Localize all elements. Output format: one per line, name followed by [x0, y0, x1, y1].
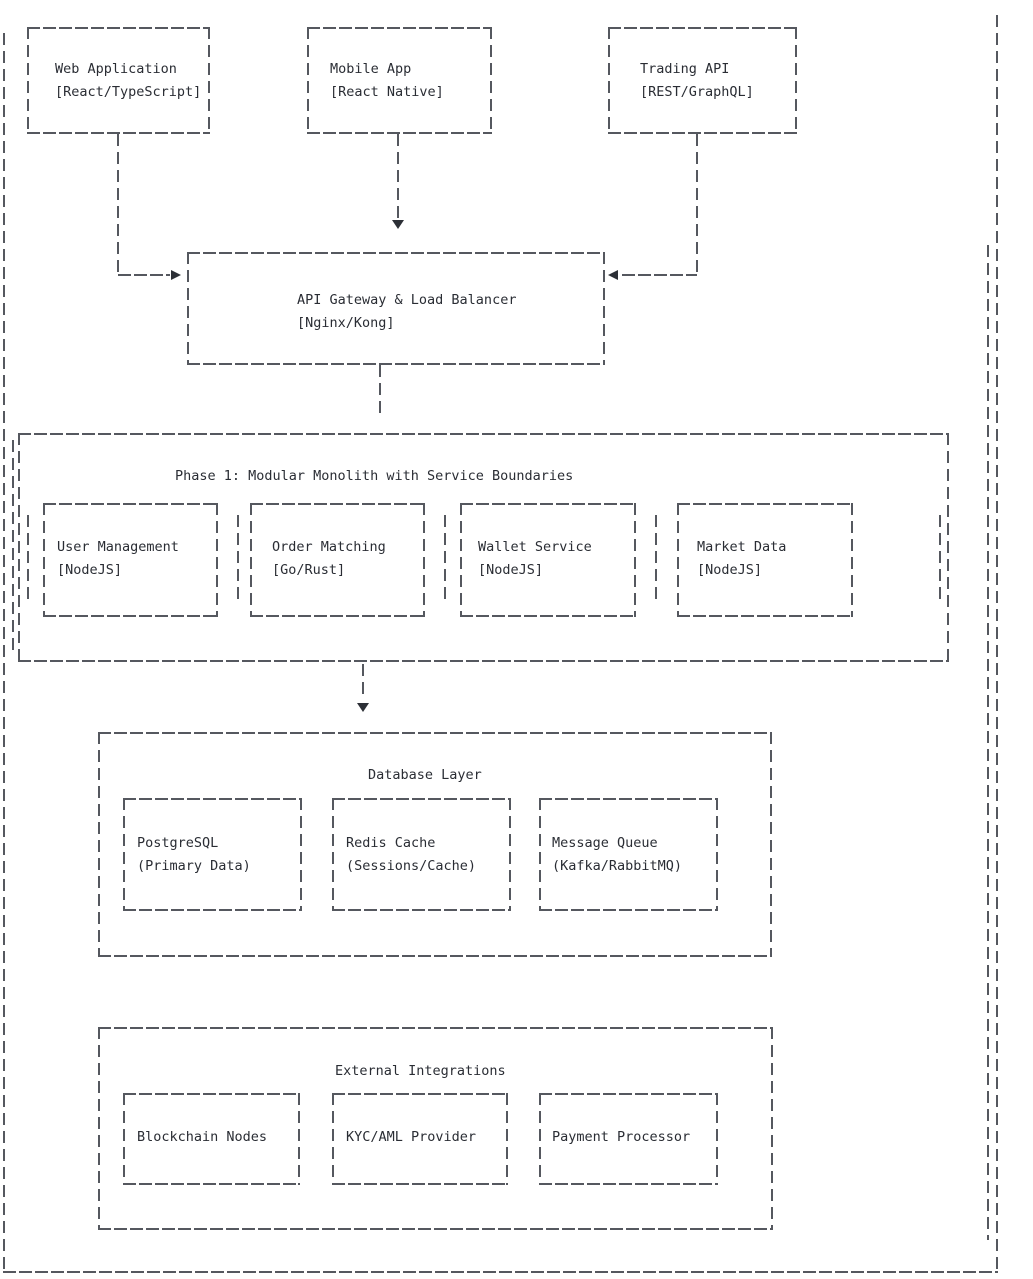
api-gateway-node: API Gateway & Load Balancer [Nginx/Kong]	[187, 252, 605, 365]
connector-gateway-to-phase1	[379, 365, 381, 418]
node-title: Redis Cache	[346, 835, 436, 851]
connector-phase1-to-database	[362, 664, 364, 696]
node-tech: (Kafka/RabbitMQ)	[552, 858, 683, 874]
node-tech: [React Native]	[330, 84, 444, 100]
column-separator	[444, 515, 446, 601]
connector-web-to-gateway-horizontal	[118, 274, 170, 276]
node-title: Wallet Service	[478, 539, 592, 555]
arrow-right-icon	[171, 270, 181, 280]
market-data-node: Market Data [NodeJS]	[677, 503, 853, 617]
node-tech: [NodeJS]	[478, 562, 544, 578]
page-border-left-inner	[12, 440, 14, 652]
node-title: KYC/AML Provider	[346, 1129, 477, 1145]
node-title: Payment Processor	[552, 1129, 691, 1145]
kyc-aml-provider-node: KYC/AML Provider	[332, 1093, 508, 1185]
connector-web-to-gateway-vertical	[117, 134, 119, 276]
postgresql-node: PostgreSQL (Primary Data)	[123, 798, 302, 911]
page-border-right-outer	[996, 15, 998, 1271]
web-application-node: Web Application [React/TypeScript]	[27, 27, 210, 134]
node-title: Blockchain Nodes	[137, 1129, 268, 1145]
phase1-title: Phase 1: Modular Monolith with Service B…	[175, 468, 574, 484]
node-tech: [NodeJS]	[57, 562, 123, 578]
node-tech: (Primary Data)	[137, 858, 251, 874]
page-border-bottom	[3, 1271, 998, 1273]
node-title: Trading API	[640, 61, 730, 77]
node-tech: [Go/Rust]	[272, 562, 346, 578]
column-separator	[27, 515, 29, 601]
database-layer-title: Database Layer	[368, 767, 482, 783]
node-title: Web Application	[55, 61, 177, 77]
payment-processor-node: Payment Processor	[539, 1093, 718, 1185]
node-tech: [NodeJS]	[697, 562, 763, 578]
user-management-node: User Management [NodeJS]	[43, 503, 218, 617]
arrow-down-icon	[357, 703, 369, 712]
connector-trading-to-gateway-vertical	[696, 134, 698, 276]
column-separator	[939, 515, 941, 601]
node-title: User Management	[57, 539, 179, 555]
node-tech: [Nginx/Kong]	[297, 315, 395, 331]
node-title: PostgreSQL	[137, 835, 219, 851]
node-title: Mobile App	[330, 61, 412, 77]
connector-trading-to-gateway-horizontal	[622, 274, 697, 276]
wallet-service-node: Wallet Service [NodeJS]	[460, 503, 636, 617]
node-title: Message Queue	[552, 835, 658, 851]
arrow-down-icon	[392, 220, 404, 229]
trading-api-node: Trading API [REST/GraphQL]	[608, 27, 797, 134]
column-separator	[237, 515, 239, 601]
blockchain-nodes-node: Blockchain Nodes	[123, 1093, 300, 1185]
mobile-app-node: Mobile App [React Native]	[307, 27, 492, 134]
node-title: Market Data	[697, 539, 787, 555]
external-integrations-title: External Integrations	[335, 1063, 506, 1079]
order-matching-node: Order Matching [Go/Rust]	[250, 503, 425, 617]
arrow-left-icon	[608, 270, 618, 280]
node-tech: [REST/GraphQL]	[640, 84, 754, 100]
node-tech: [React/TypeScript]	[55, 84, 202, 100]
node-title: API Gateway & Load Balancer	[297, 292, 517, 308]
connector-mobile-to-gateway-vertical	[397, 134, 399, 218]
node-title: Order Matching	[272, 539, 386, 555]
redis-cache-node: Redis Cache (Sessions/Cache)	[332, 798, 511, 911]
message-queue-node: Message Queue (Kafka/RabbitMQ)	[539, 798, 718, 911]
column-separator	[655, 515, 657, 601]
page-border-right-inner	[987, 245, 989, 1240]
page-border-left-outer	[3, 33, 5, 1271]
node-tech: (Sessions/Cache)	[346, 858, 477, 874]
